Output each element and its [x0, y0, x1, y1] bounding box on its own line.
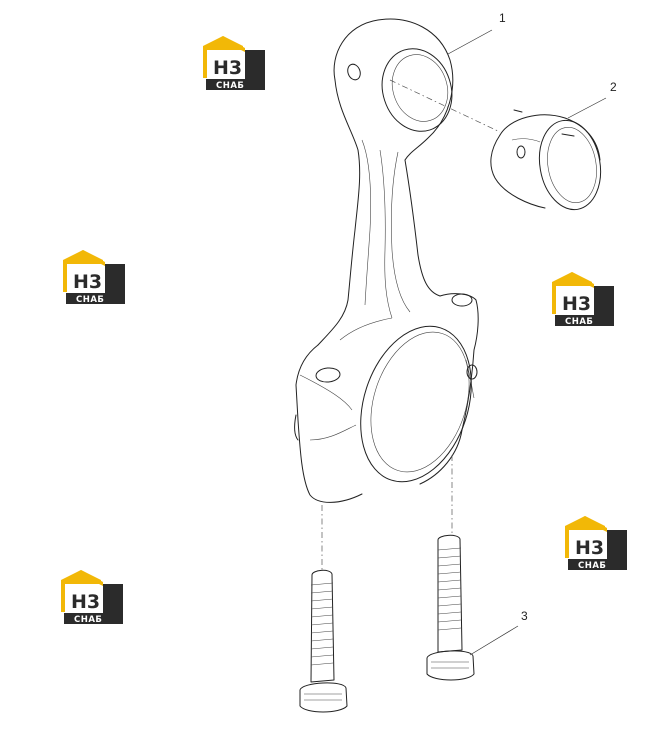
watermark-text-snab: СНАБ — [76, 295, 104, 305]
callout-number-2: 2 — [610, 80, 617, 94]
connecting-rod-bolt-right — [426, 534, 475, 681]
watermark-text-snab: СНАБ — [565, 317, 593, 327]
watermark-logo: H3 СНАБ — [61, 570, 123, 625]
assembly-center-lines — [321, 79, 501, 570]
watermark-logo: H3 СНАБ — [63, 250, 125, 305]
small-end-bushing — [490, 109, 602, 211]
callout-number-3: 3 — [521, 609, 528, 623]
callout-2: 2 — [567, 80, 617, 119]
callout-number-1: 1 — [499, 11, 506, 25]
watermark-text-snab: СНАБ — [216, 81, 244, 91]
watermark-text-h3: H3 — [562, 293, 591, 315]
callout-3: 3 — [469, 609, 528, 656]
watermark-text-h3: H3 — [73, 271, 102, 293]
watermark-text-snab: СНАБ — [74, 615, 102, 625]
callout-1: 1 — [447, 11, 506, 55]
watermark-logo: H3 СНАБ — [565, 516, 627, 571]
watermark-text-h3: H3 — [213, 57, 242, 79]
connecting-rod — [294, 18, 479, 503]
watermark-logo: H3 СНАБ — [203, 36, 265, 91]
connecting-rod-bolt-left — [299, 569, 348, 713]
watermark-logo: H3 СНАБ — [552, 272, 614, 327]
watermark-text-h3: H3 — [575, 537, 604, 559]
watermark-text-snab: СНАБ — [578, 561, 606, 571]
watermark-text-h3: H3 — [71, 591, 100, 613]
